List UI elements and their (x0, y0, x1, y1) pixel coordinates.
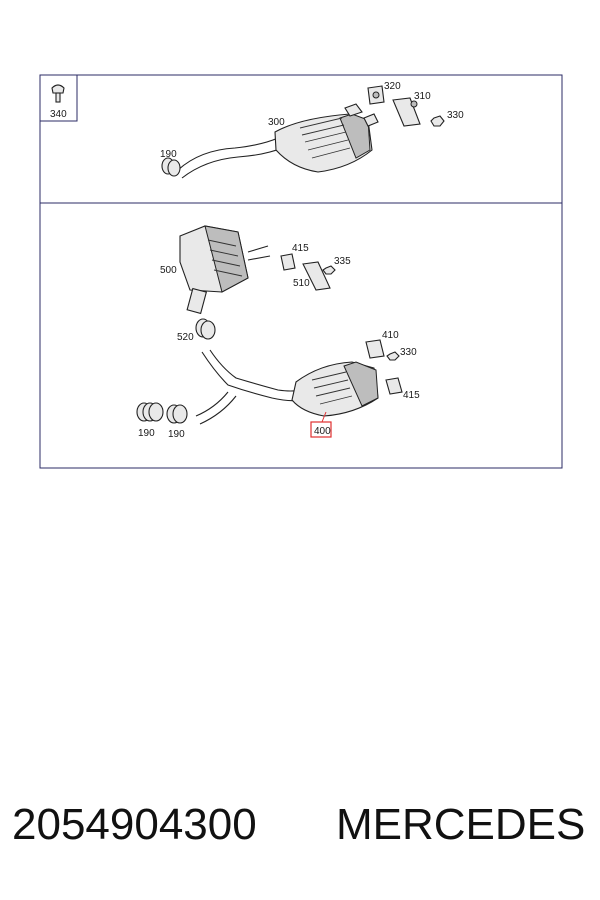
label-335: 335 (334, 256, 351, 267)
bracket-510 (302, 261, 331, 291)
rear-muffler-300 (177, 103, 379, 179)
bracket-310 (392, 97, 421, 127)
brand-name: MERCEDES (336, 800, 586, 849)
hanger-320 (367, 85, 385, 105)
label-300: 300 (268, 117, 285, 128)
label-410: 410 (382, 330, 399, 341)
hanger-410 (365, 339, 385, 359)
caption: 2054904300 MERCEDES (0, 800, 600, 870)
label-330-bottom: 330 (400, 347, 417, 358)
label-520: 520 (177, 332, 194, 343)
clamp-190-bottom-right (166, 404, 188, 424)
y-pipe (195, 349, 301, 425)
nut-330-top (430, 115, 445, 127)
nut-335 (322, 265, 336, 275)
muffler-500 (179, 225, 271, 315)
hanger-415-bottom-left (280, 253, 296, 271)
label-330-top: 330 (447, 110, 464, 121)
label-500: 500 (160, 265, 177, 276)
hanger-415-bottom-right (385, 377, 403, 395)
label-190-right: 190 (168, 429, 185, 440)
label-190-top: 190 (160, 149, 177, 160)
label-310: 310 (414, 91, 431, 102)
label-415-left: 415 (292, 243, 309, 254)
sleeve-520 (195, 318, 216, 340)
label-400: 400 (314, 426, 331, 437)
nut-330-bottom (386, 351, 400, 361)
label-320: 320 (384, 81, 401, 92)
highlight-box-400 (310, 421, 332, 438)
screw-340-icon (51, 84, 65, 103)
muffler-400 (291, 361, 379, 417)
leader-400 (321, 411, 327, 423)
label-190-left: 190 (138, 428, 155, 439)
exhaust-parts-diagram: 340 300 190 320 310 330 (39, 74, 563, 469)
inset-box (39, 74, 78, 122)
label-415-right: 415 (403, 390, 420, 401)
part-number: 2054904300 (12, 800, 257, 849)
clamp-190-top (161, 157, 181, 177)
bottom-panel-frame (39, 202, 563, 469)
label-510: 510 (293, 278, 310, 289)
clamp-190-bottom-left (136, 402, 164, 422)
label-340: 340 (50, 109, 67, 120)
